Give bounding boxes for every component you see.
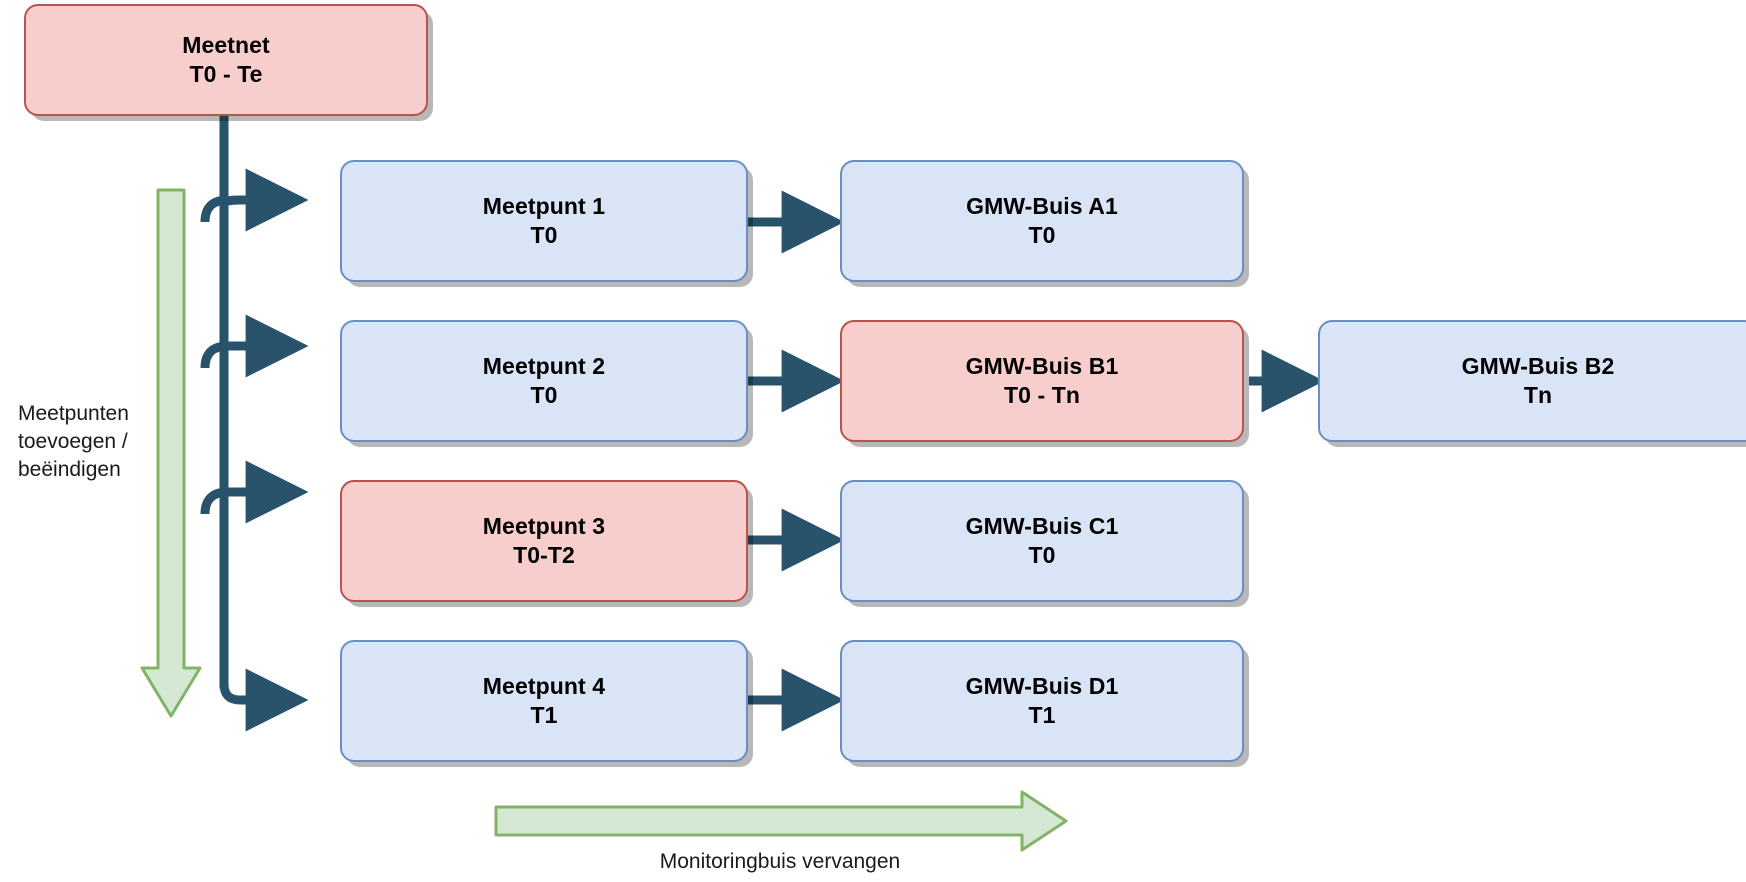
node-meetpunt-1-line2: T0 bbox=[530, 222, 558, 248]
node-meetpunt-2[interactable]: Meetpunt 2 T0 bbox=[340, 320, 748, 442]
node-gmw-buis-b2-line1: GMW-Buis B2 bbox=[1461, 352, 1615, 379]
node-gmw-buis-b2[interactable]: GMW-Buis B2 Tn bbox=[1318, 320, 1746, 442]
node-meetpunt-3-line2: T0-T2 bbox=[513, 542, 575, 568]
node-meetnet-line1: Meetnet bbox=[182, 31, 270, 58]
node-gmw-buis-b1[interactable]: GMW-Buis B1 T0 - Tn bbox=[840, 320, 1244, 442]
node-gmw-buis-c1-line2: T0 bbox=[1028, 542, 1056, 568]
node-meetnet[interactable]: Meetnet T0 - Te bbox=[24, 4, 428, 116]
branch-to-meetpunt-1 bbox=[219, 168, 309, 232]
node-gmw-buis-b2-line2: Tn bbox=[1523, 382, 1553, 408]
node-meetpunt-1-line1: Meetpunt 1 bbox=[482, 192, 606, 219]
node-gmw-buis-c1[interactable]: GMW-Buis C1 T0 bbox=[840, 480, 1244, 602]
node-gmw-buis-c1-line1: GMW-Buis C1 bbox=[965, 512, 1119, 539]
node-gmw-buis-a1-line2: T0 bbox=[1028, 222, 1056, 248]
node-gmw-buis-a1-line1: GMW-Buis A1 bbox=[966, 192, 1118, 219]
node-meetpunt-2-line2: T0 bbox=[530, 382, 558, 408]
node-gmw-buis-a1[interactable]: GMW-Buis A1 T0 bbox=[840, 160, 1244, 282]
meetpunten-flow-arrow bbox=[140, 188, 202, 718]
node-meetpunt-3-line1: Meetpunt 3 bbox=[482, 512, 606, 539]
node-meetpunt-4[interactable]: Meetpunt 4 T1 bbox=[340, 640, 748, 762]
node-gmw-buis-b1-line1: GMW-Buis B1 bbox=[965, 352, 1119, 379]
node-gmw-buis-d1-line1: GMW-Buis D1 bbox=[965, 672, 1119, 699]
node-gmw-buis-d1[interactable]: GMW-Buis D1 T1 bbox=[840, 640, 1244, 762]
node-meetnet-line2: T0 - Te bbox=[189, 61, 263, 87]
node-gmw-buis-b1-line2: T0 - Tn bbox=[1003, 382, 1081, 408]
node-gmw-buis-d1-line2: T1 bbox=[1028, 702, 1056, 728]
trunk-line bbox=[219, 112, 309, 732]
monitoringbuis-flow-arrow bbox=[494, 790, 1068, 852]
node-meetpunt-2-line1: Meetpunt 2 bbox=[482, 352, 606, 379]
node-meetpunt-3[interactable]: Meetpunt 3 T0-T2 bbox=[340, 480, 748, 602]
node-meetpunt-1[interactable]: Meetpunt 1 T0 bbox=[340, 160, 748, 282]
monitoringbuis-arrow-label: Monitoringbuis vervangen bbox=[659, 850, 901, 873]
node-meetpunt-4-line1: Meetpunt 4 bbox=[482, 672, 606, 699]
meetpunten-arrow-label: Meetpunten toevoegen / beëindigen bbox=[18, 402, 129, 481]
node-meetpunt-4-line2: T1 bbox=[530, 702, 558, 728]
